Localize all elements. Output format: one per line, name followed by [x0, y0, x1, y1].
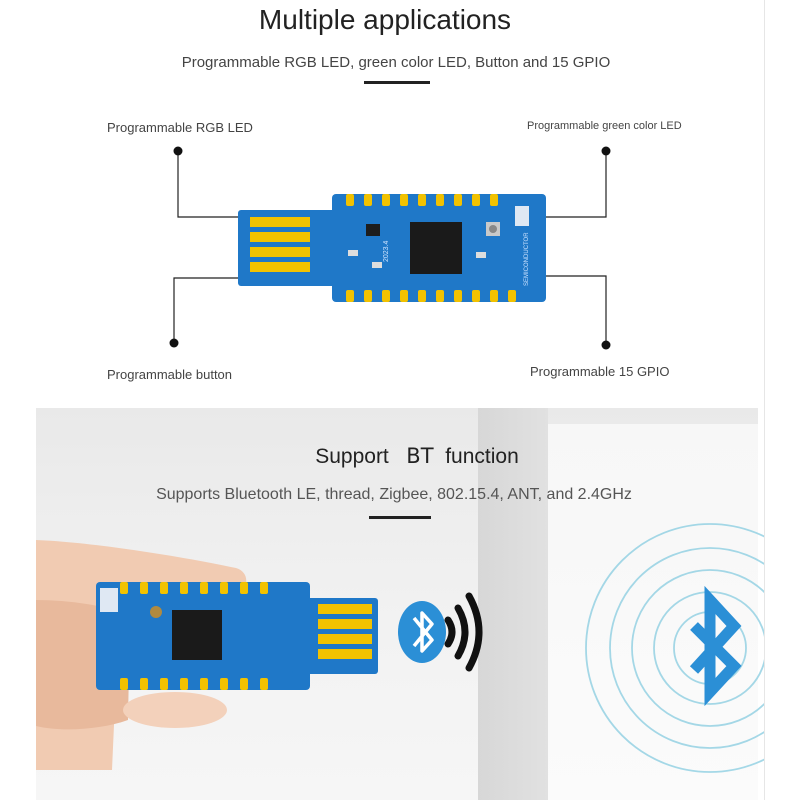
- leader-dot-rgb: [173, 146, 183, 156]
- board-diagram: 2023.4 SEMICONDUCTOR: [169, 146, 611, 350]
- leader-gpio: [532, 275, 607, 345]
- leader-button: [173, 277, 340, 343]
- page-title: Multiple applications: [258, 4, 512, 35]
- rgb-led-component: [366, 224, 380, 236]
- push-button-cap: [489, 225, 497, 233]
- support-title-suffix: function: [445, 445, 519, 468]
- support-subtitle: Supports Bluetooth LE, thread, Zigbee, 8…: [156, 486, 632, 503]
- usb-plug: [238, 210, 338, 286]
- thumb: [123, 692, 227, 728]
- page-edge-line: [764, 0, 765, 800]
- logo-area: [515, 206, 529, 226]
- bluetooth-icon: [398, 601, 446, 663]
- callout-rgb-led: Programmable RGB LED: [107, 120, 253, 135]
- support-title: Support BT function: [0, 444, 800, 469]
- bt-illustration: [36, 523, 764, 773]
- bt-panel-wall: [478, 408, 548, 800]
- silkscreen-date: 2023.4: [383, 240, 390, 262]
- handheld-pcb: [96, 582, 378, 690]
- leader-dot-button: [169, 338, 179, 348]
- leader-dot-green: [601, 146, 611, 156]
- mcu-chip: [172, 610, 222, 660]
- support-underline: [369, 516, 431, 519]
- gpio-pads-bottom: [346, 290, 516, 302]
- mcu-chip: [410, 222, 462, 274]
- callout-green-led: Programmable green color LED: [527, 120, 682, 132]
- support-title-bt: BT: [406, 444, 434, 468]
- callout-button: Programmable button: [107, 367, 233, 382]
- support-title-prefix: Support: [315, 445, 389, 468]
- logo-area: [100, 588, 118, 612]
- leader-dot-gpio: [601, 340, 611, 350]
- smd-part: [372, 262, 382, 268]
- smd-part: [348, 250, 358, 256]
- page-subtitle: Programmable RGB LED, green color LED, B…: [181, 54, 611, 71]
- silkscreen-brand: SEMICONDUCTOR: [524, 232, 530, 286]
- leader-rgb-led: [177, 151, 352, 218]
- smd-part: [476, 252, 486, 258]
- title-underline: [364, 81, 430, 84]
- pcb-board: 2023.4 SEMICONDUCTOR: [332, 194, 546, 302]
- gpio-pads-top: [346, 194, 498, 206]
- wireless-waves-icon: [444, 592, 483, 672]
- callout-gpio: Programmable 15 GPIO: [530, 364, 670, 379]
- push-button-cap: [150, 606, 162, 618]
- bluetooth-logo-icon: [585, 523, 764, 773]
